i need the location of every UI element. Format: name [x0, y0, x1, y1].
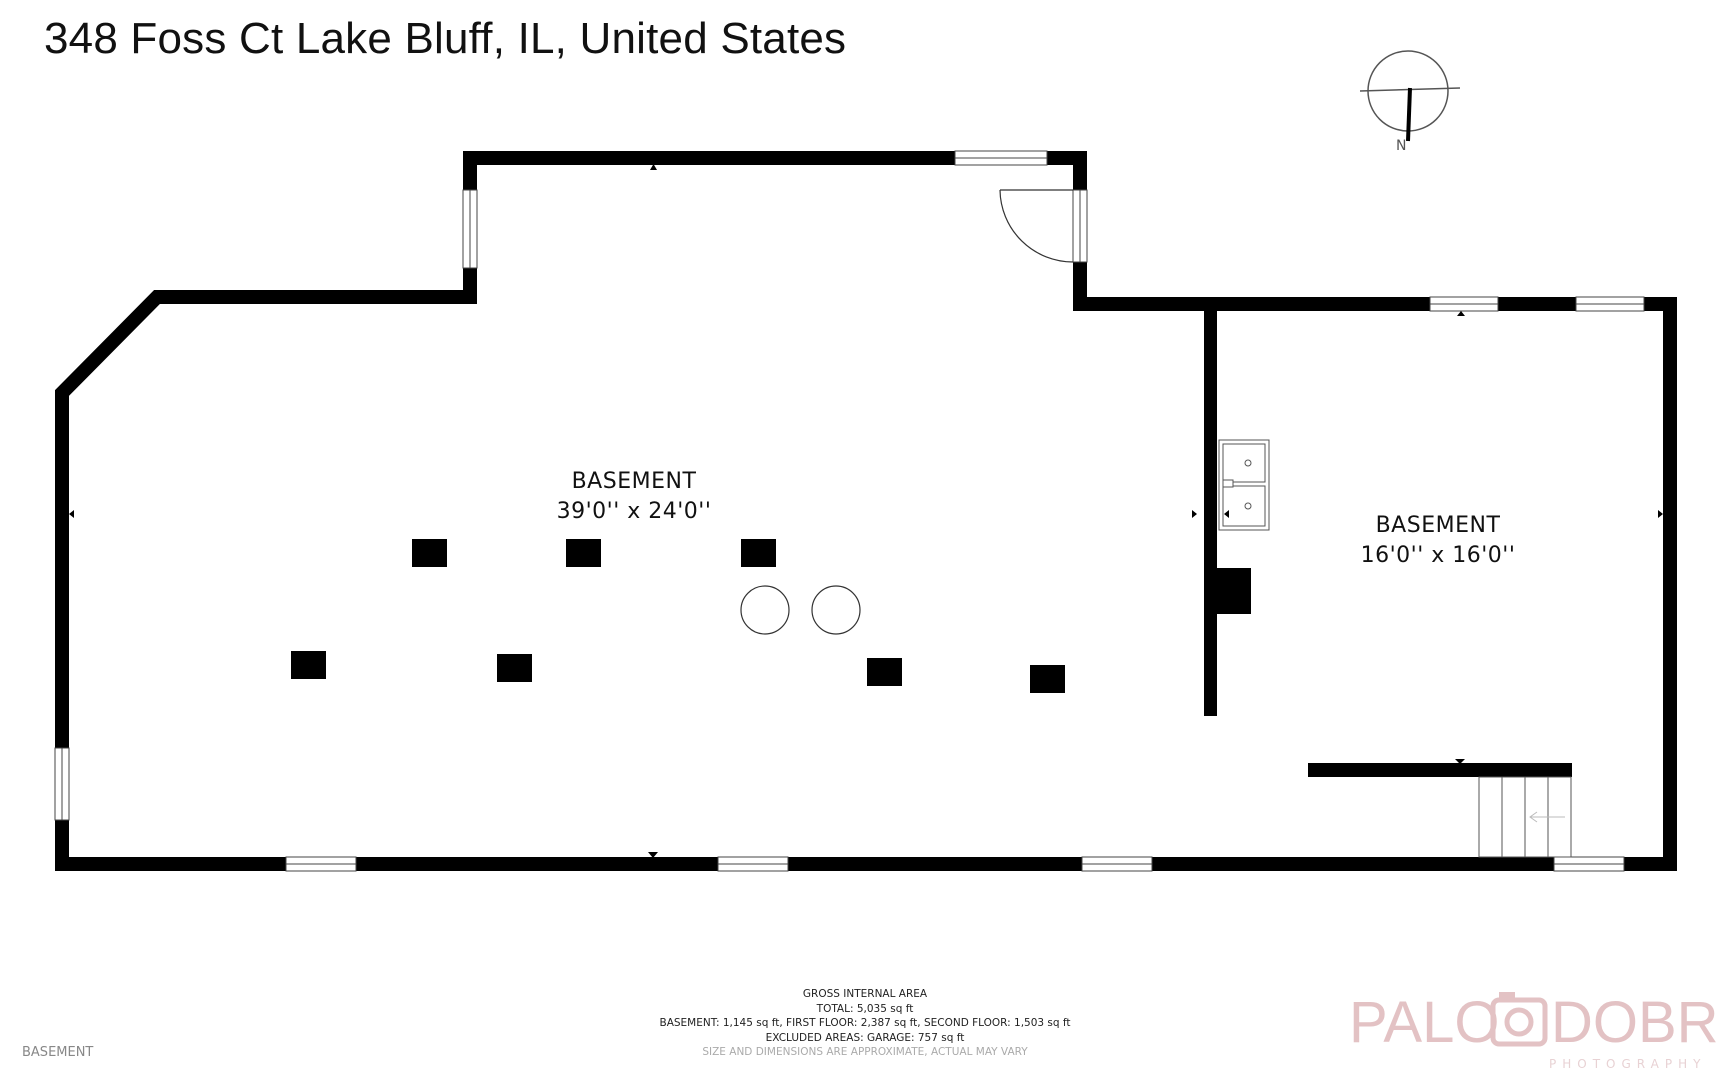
- floor-name: BASEMENT: [22, 1045, 94, 1060]
- address-title: 348 Foss Ct Lake Bluff, IL, United State…: [44, 14, 847, 63]
- compass-north-label: N: [1396, 138, 1406, 154]
- brand-name-right: DOBRIK: [1551, 990, 1719, 1055]
- windows: [54, 150, 1645, 872]
- area-excluded: EXCLUDED AREAS: GARAGE: 757 sq ft: [765, 1031, 965, 1044]
- room-size: 39'0'' x 24'0'': [557, 499, 712, 524]
- area-breakdown: BASEMENT: 1,145 sq ft, FIRST FLOOR: 2,38…: [659, 1017, 1071, 1029]
- compass-icon: N: [1359, 50, 1461, 154]
- camera-icon: [1490, 992, 1548, 1047]
- room-name: BASEMENT: [572, 469, 697, 494]
- room-name: BASEMENT: [1376, 513, 1501, 538]
- room-size: 16'0'' x 16'0'': [1361, 543, 1516, 568]
- door-icon: [999, 189, 1074, 263]
- stairs: [1478, 776, 1572, 858]
- support-columns: [291, 539, 1251, 693]
- area-heading: GROSS INTERNAL AREA: [802, 988, 928, 1000]
- sink-icon: [1218, 439, 1270, 531]
- dimension-markers: [69, 164, 1663, 858]
- brand-tagline: PHOTOGRAPHY: [1549, 1057, 1706, 1071]
- exterior-walls: [55, 151, 1677, 871]
- area-disclaimer: SIZE AND DIMENSIONS ARE APPROXIMATE, ACT…: [702, 1046, 1028, 1058]
- gross-area-summary: GROSS INTERNAL AREA TOTAL: 5,035 sq ft B…: [560, 987, 1170, 1060]
- water-heater-icons: [740, 585, 861, 635]
- area-total: TOTAL: 5,035 sq ft: [816, 1002, 914, 1015]
- brand-name-left: PALO: [1349, 990, 1499, 1055]
- interior-walls: [1204, 304, 1572, 777]
- brand-logo: PALO DOBRIK PHOTOGRAPHY: [1349, 990, 1719, 1071]
